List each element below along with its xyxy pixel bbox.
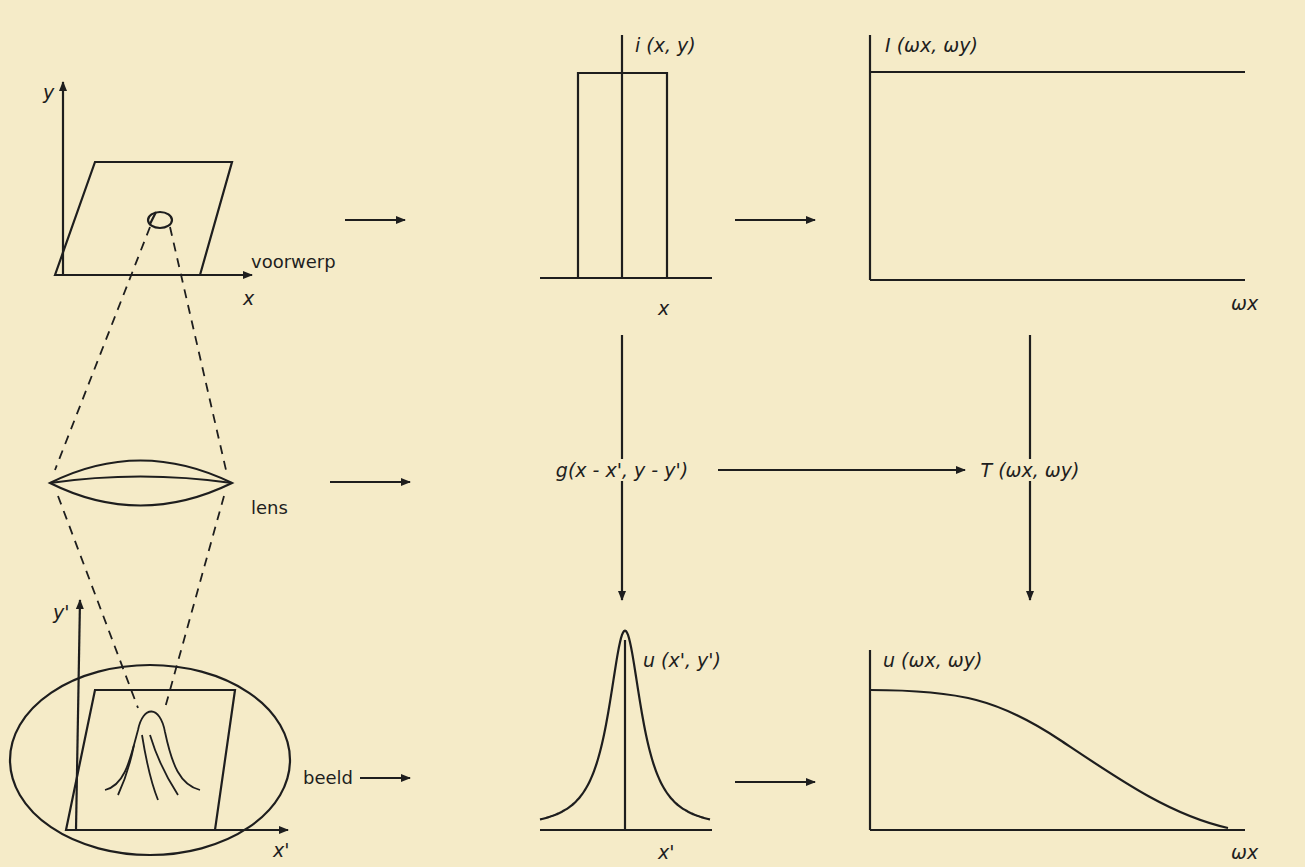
arrow (735, 781, 815, 783)
graph-label: I (ωx, ωy) (882, 34, 981, 57)
graph-axis (870, 279, 1245, 281)
object-spot-edge (150, 212, 156, 224)
graph-axis (624, 640, 626, 830)
light-rays (55, 227, 226, 708)
arrow (330, 481, 410, 483)
graph-axis (540, 277, 712, 279)
image-plane (66, 690, 235, 830)
image-ellipse (10, 665, 290, 855)
y-prime-axis (76, 600, 80, 830)
arrow (718, 469, 965, 471)
flat-spectrum (870, 71, 1245, 73)
graph-label: ωx (1228, 841, 1261, 864)
graph-label: i (x, y) (632, 34, 699, 57)
graph-label: y' (50, 601, 72, 624)
graph-label: beeld (300, 767, 356, 789)
graph-axis (869, 650, 871, 830)
image-spot (105, 711, 200, 800)
object-spot (148, 212, 172, 228)
x-axis (55, 274, 252, 276)
graph-axis (870, 829, 1245, 831)
x-prime-axis (66, 829, 288, 831)
arrow (345, 219, 405, 221)
lens-rim (50, 477, 232, 484)
graph-label: ωx (1228, 292, 1261, 315)
object-plane (55, 162, 232, 275)
graph-label: u (ωx, ωy) (880, 649, 985, 672)
arrow (735, 219, 815, 221)
graph-label: voorwerp (248, 251, 339, 273)
graph-label: u (x', y') (640, 649, 724, 672)
graph-label: x' (655, 841, 677, 864)
graph-axis (621, 35, 623, 278)
y-axis (62, 82, 64, 275)
graph-label: x (240, 287, 257, 310)
arrow (360, 777, 410, 779)
graph-label: T (ωx, ωy) (978, 459, 1083, 482)
graph-label: g(x - x', y - y') (553, 459, 691, 482)
graph-label: lens (248, 497, 291, 519)
graph-label: x' (270, 839, 292, 862)
graph-label: x (655, 297, 672, 320)
graph-label: y (40, 81, 57, 104)
lens-shape (50, 461, 232, 506)
mtf-curve (870, 690, 1228, 828)
